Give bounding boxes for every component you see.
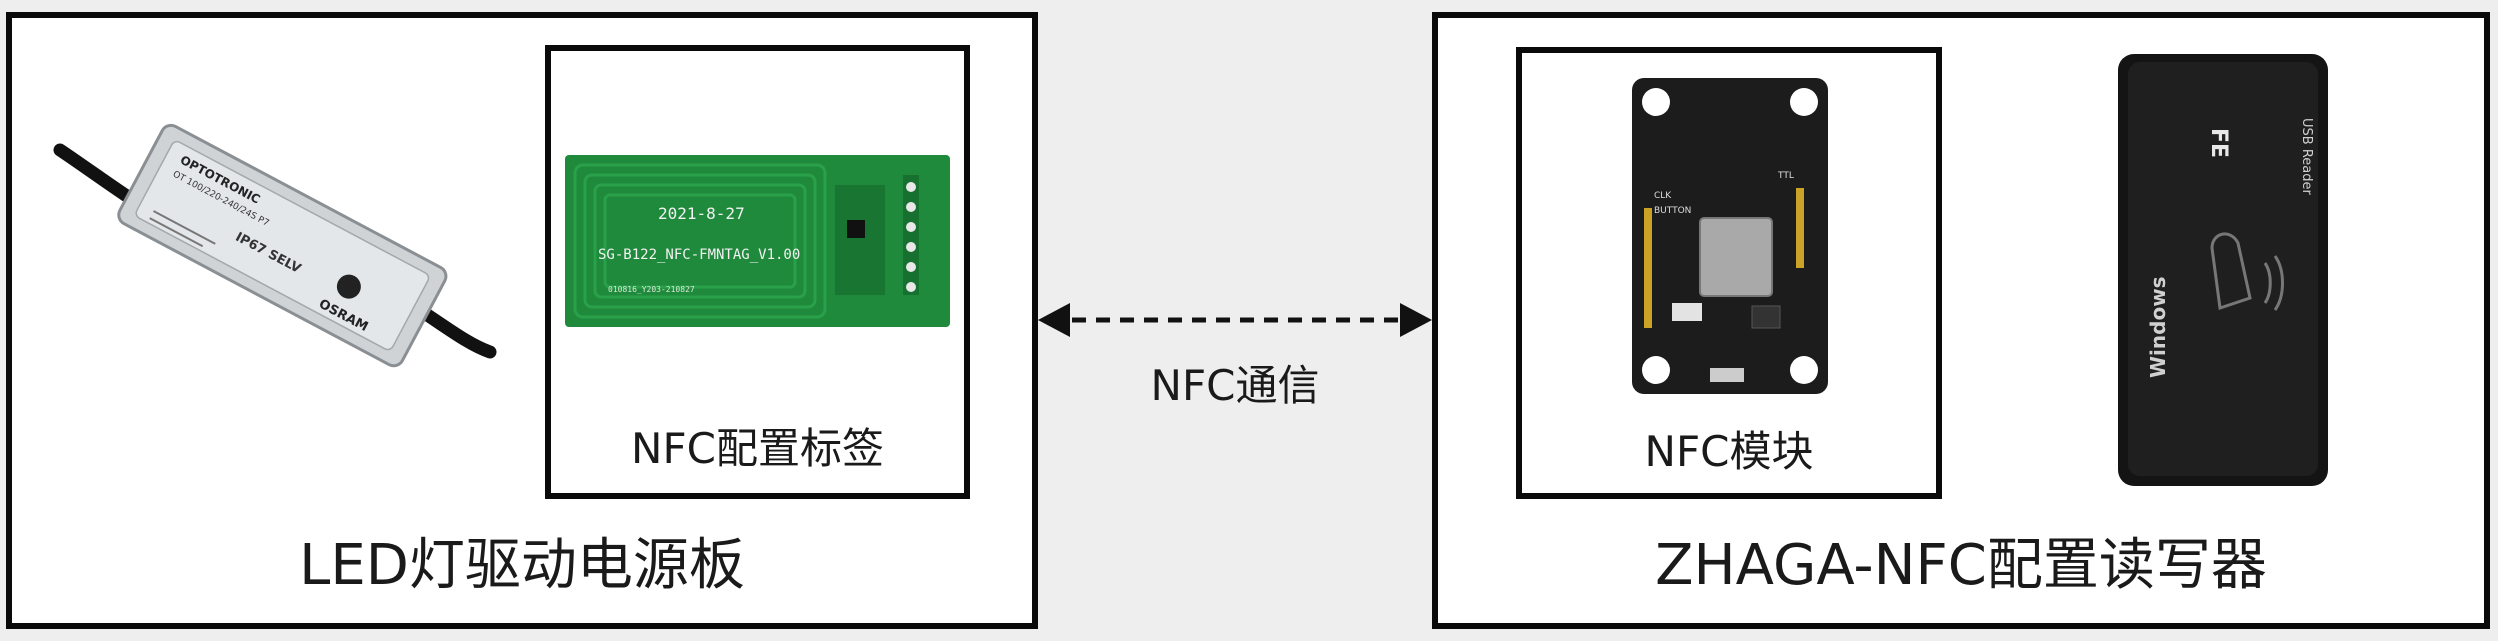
reader-logo: FE (2206, 128, 2231, 158)
hand-tap-icon (2210, 232, 2252, 310)
pcb-code-text: 010816_Y203-210827 (608, 285, 695, 294)
module-silkscreen-ttl: TTL (1777, 171, 1794, 181)
usb-nfc-reader-image: FE USB Reader Windows (2118, 54, 2328, 486)
arrow-head-left-icon (1038, 303, 1070, 337)
module-silkscreen-button: BUTTON (1654, 206, 1691, 216)
led-driver-title: LED灯驱动电源板 (299, 533, 745, 598)
reader-title: ZHAGA-NFC配置读写器 (1655, 533, 2267, 598)
nfc-communication-arrow (1038, 303, 1432, 337)
pcb-name-text: SG-B122_NFC-FMNTAG_V1.00 (598, 247, 800, 263)
nfc-tag-pcb-image: 2021-8-27 SG-B122_NFC-FMNTAG_V1.00 01081… (565, 155, 950, 327)
arrow-head-right-icon (1400, 303, 1432, 337)
reader-side-text: Windows (2146, 276, 2170, 378)
led-driver-image: OPTOTRONIC OT 100/220-240/24S P7 IP67 SE… (53, 123, 497, 368)
nfc-communication-label: NFC通信 (1150, 361, 1320, 410)
nfc-module-label: NFC模块 (1644, 427, 1814, 476)
nfc-tag-label: NFC配置标签 (631, 424, 884, 473)
nfc-module-board-image: BUTTON CLK TTL (1632, 78, 1828, 394)
module-silkscreen-clk: CLK (1654, 191, 1672, 201)
pcb-date-text: 2021-8-27 (658, 204, 745, 223)
reader-brand-text: USB Reader (2299, 118, 2314, 195)
